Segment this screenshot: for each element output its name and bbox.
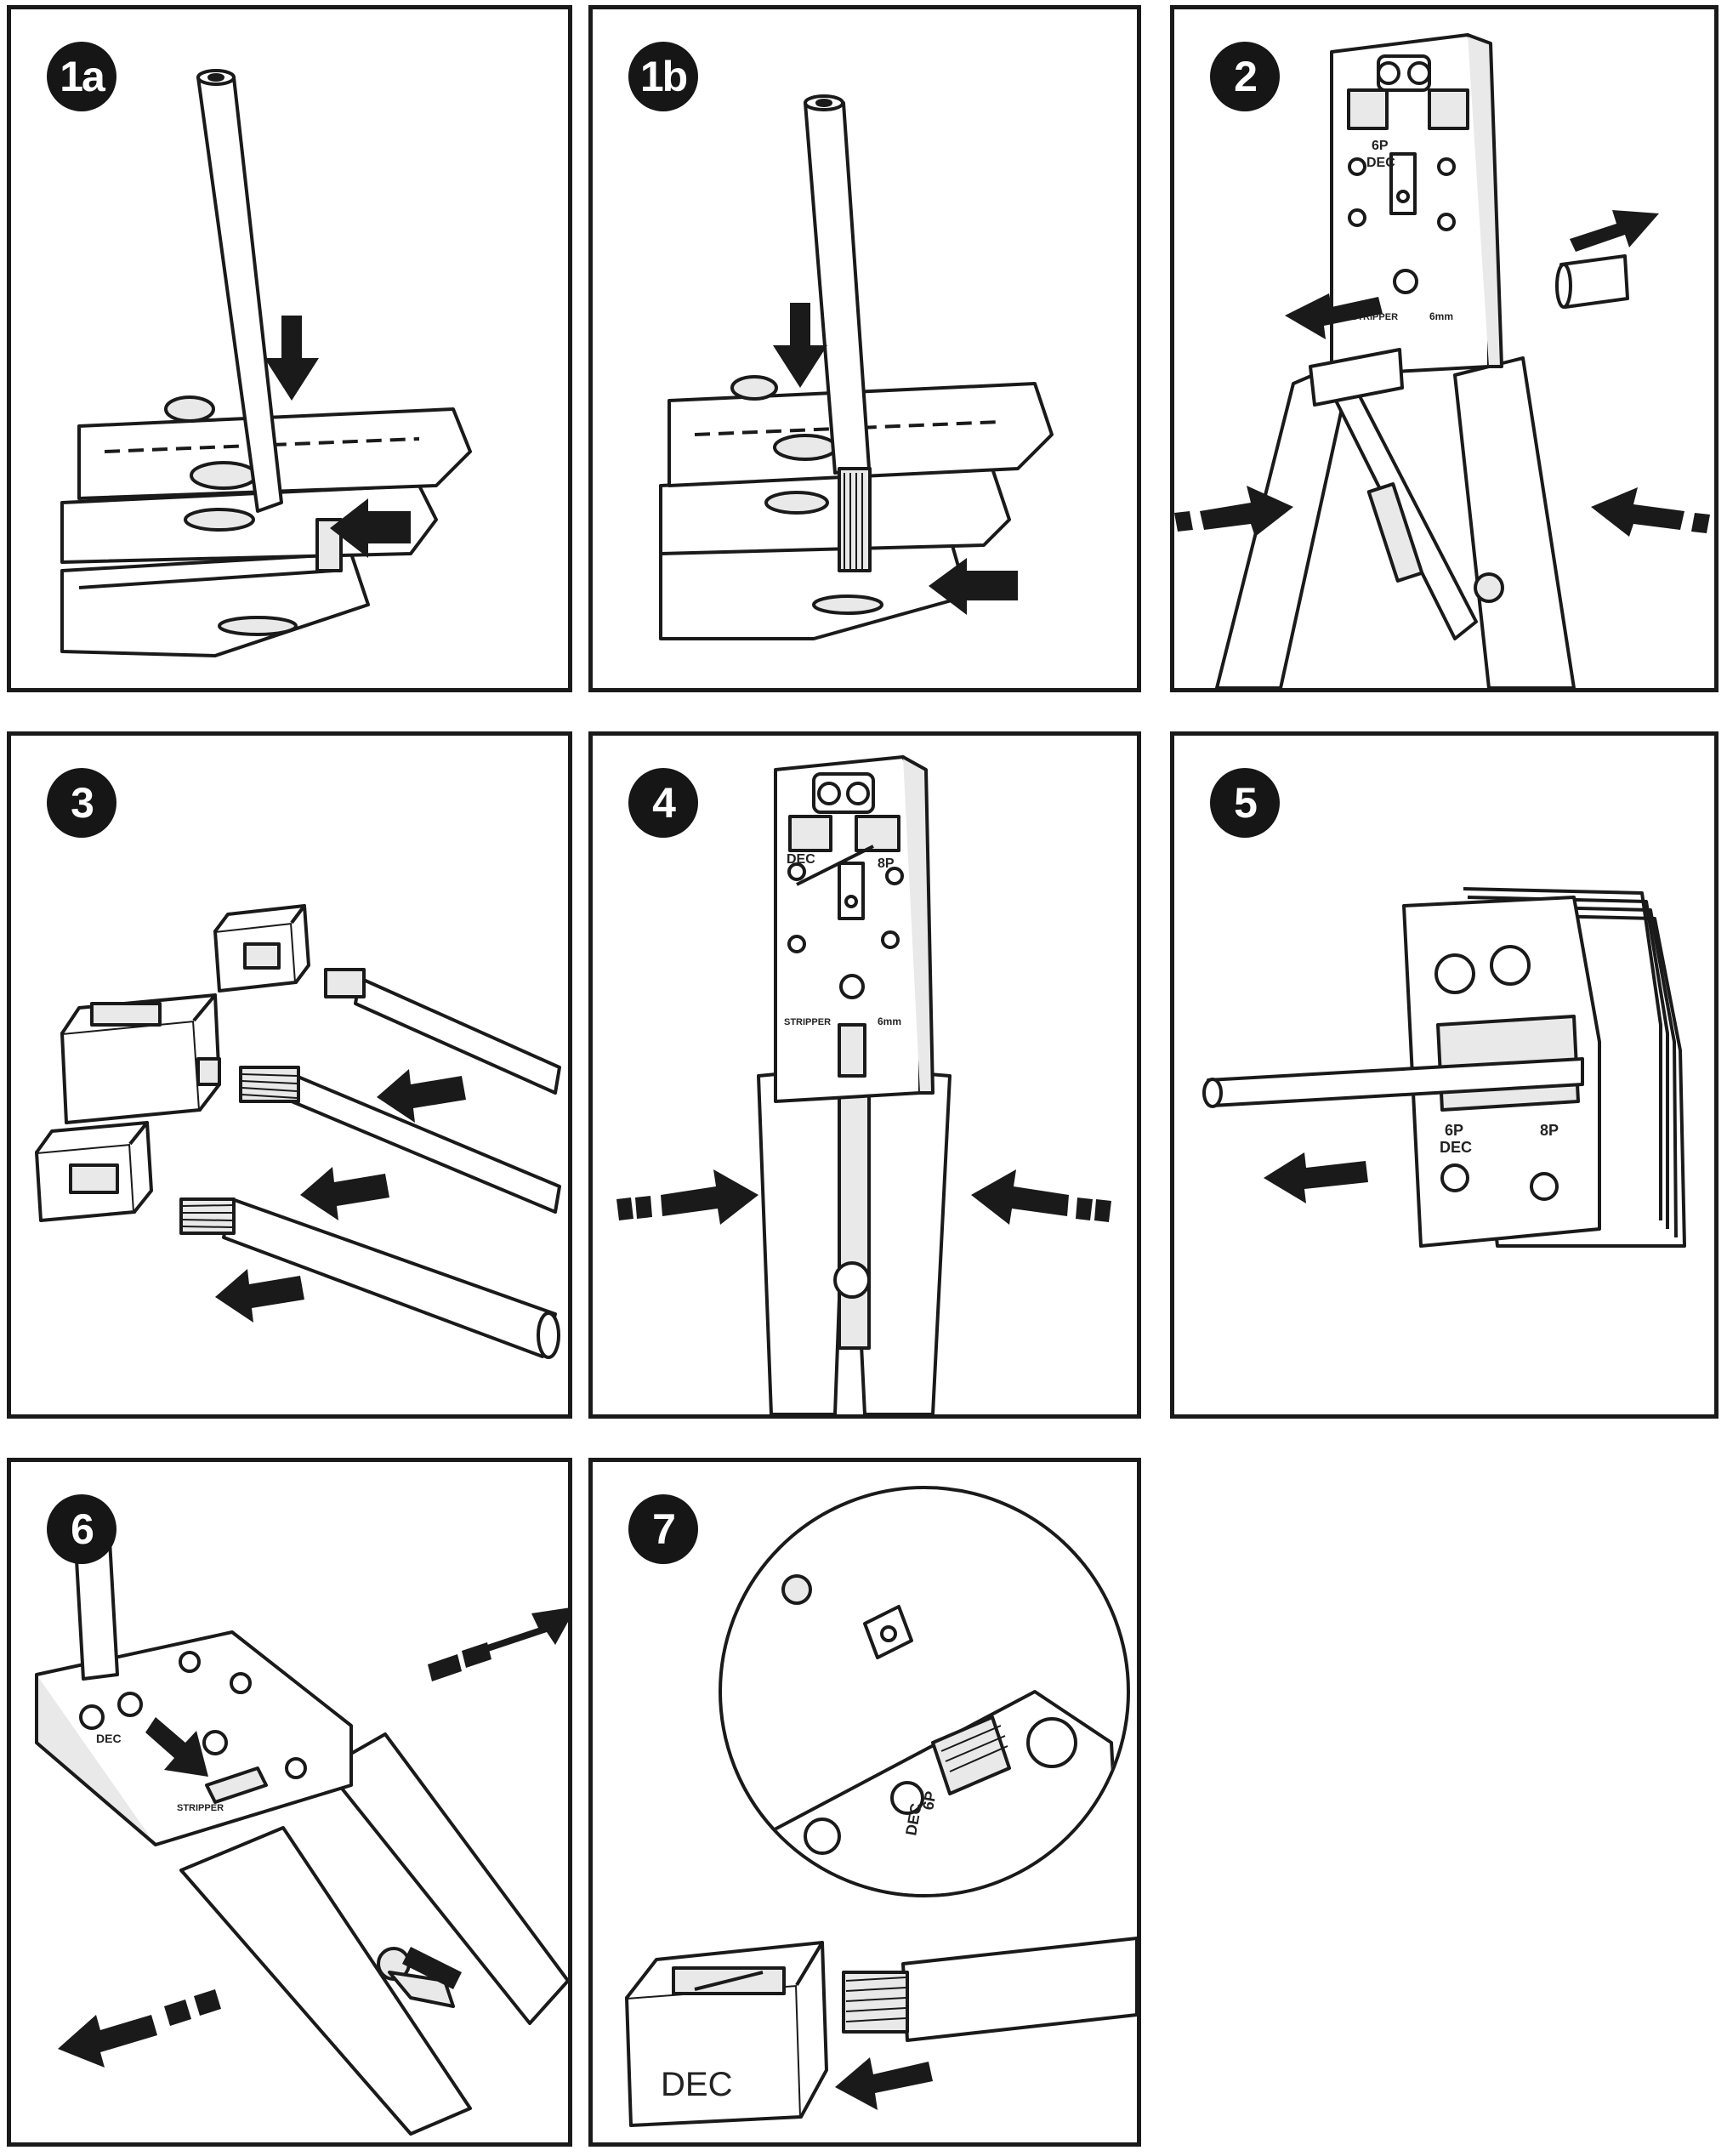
- step-badge-2: 2: [1210, 42, 1280, 111]
- arrow-icon: [215, 1069, 466, 1323]
- panel-step-6: 6 DEC STRIPPER: [7, 1458, 572, 2147]
- port-label-6p: 6P: [1372, 139, 1389, 153]
- port-label-dec: DEC: [787, 852, 815, 867]
- arrow-icon: [264, 316, 411, 558]
- crimp-tool-icon: DEC STRIPPER: [35, 1521, 568, 2136]
- port-label-dec: DEC: [1366, 156, 1395, 170]
- step-badge-4: 4: [628, 768, 698, 838]
- illustration-strip-cable: [659, 94, 1054, 640]
- step-badge-3: 3: [47, 768, 116, 838]
- step-badge-1b: 1b: [628, 42, 698, 111]
- arrow-icon: [835, 2057, 933, 2110]
- port-label-dec: DEC: [96, 1732, 122, 1745]
- panel-step-2: 2 6P: [1170, 5, 1718, 692]
- port-label-6p: 6P: [1445, 1122, 1463, 1139]
- size-label-6mm: 6mm: [878, 1015, 901, 1027]
- cable-icon: [1309, 348, 1404, 407]
- panel-step-3: 3: [7, 731, 572, 1419]
- panel-step-1a: 1a: [7, 5, 572, 692]
- left-handle: [757, 1066, 849, 1414]
- right-handle: [324, 1732, 568, 2025]
- arrow-icon: [616, 1169, 1111, 1225]
- connector-icon: [35, 1121, 153, 1222]
- illustration-insert-cables: [35, 904, 561, 1359]
- illustration-strip-blade: [60, 69, 472, 657]
- panel-step-1b: 1b: [588, 5, 1141, 692]
- panel-step-7: 7: [588, 1458, 1141, 2147]
- connector-label-dec: DEC: [661, 2066, 732, 2103]
- left-handle: [179, 1826, 472, 2136]
- connector-icon: [625, 1941, 828, 2127]
- crimp-tool-icon: 6P DEC STRIPPER 6mm: [1174, 33, 1710, 688]
- size-label-6mm: 6mm: [1429, 310, 1453, 322]
- panel-step-5: 5 DEC 6P 8P: [1170, 731, 1718, 1419]
- cable-icon: [222, 1197, 557, 1358]
- connector-icon: [213, 904, 310, 993]
- connector-icon: [60, 993, 221, 1124]
- port-label-8p: 8P: [1540, 1122, 1559, 1139]
- crimp-tool-icon: 8P DEC STRIPPER 6mm: [616, 755, 1111, 1414]
- port-label-6p: 6P: [919, 1790, 940, 1812]
- arrow-icon: [1174, 210, 1710, 537]
- stripper-label: STRIPPER: [784, 1017, 831, 1027]
- arrow-icon: [773, 303, 1018, 615]
- port-label-8p: 8P: [878, 856, 895, 871]
- step-badge-7: 7: [628, 1494, 698, 1564]
- right-handle: [1453, 356, 1576, 688]
- step-badge-5: 5: [1210, 768, 1280, 838]
- panel-step-4: 4 8P DEC STRIPPER 6mm: [588, 731, 1141, 1419]
- arrow-icon: [58, 1607, 568, 2068]
- step-badge-1a: 1a: [47, 42, 116, 111]
- cable-icon: [901, 1937, 1137, 2042]
- port-label-dec: DEC: [1440, 1139, 1472, 1156]
- stripper-label: STRIPPER: [177, 1803, 224, 1813]
- cable-icon: [354, 976, 561, 1095]
- illustration-remove-cable: DEC 6P 8P: [1202, 887, 1686, 1248]
- illustration-dec-connector: 6P DEC DEC: [625, 1486, 1137, 2127]
- step-badge-6: 6: [47, 1494, 116, 1564]
- arrow-icon: [1264, 1152, 1368, 1203]
